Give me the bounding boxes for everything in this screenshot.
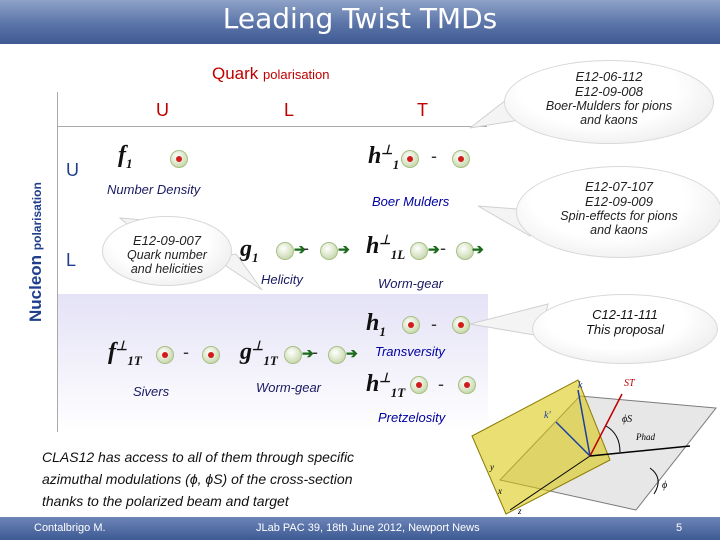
minus-sign: - bbox=[183, 342, 189, 362]
minus-sign: - bbox=[312, 342, 318, 362]
label-y: y bbox=[489, 462, 494, 472]
label-kprime: k' bbox=[544, 410, 551, 421]
st-vector bbox=[589, 393, 623, 457]
quark-label-sub: polarisation bbox=[263, 67, 330, 82]
callout-c3-text: Quark number and helicities bbox=[127, 248, 207, 276]
quark-transverse-icon bbox=[416, 382, 422, 388]
footer-page-number: 5 bbox=[676, 522, 683, 534]
label-sivers: Sivers bbox=[133, 384, 170, 399]
callout-spin-effects-experiments: E12-07-107 E12-09-009 Spin-effects for p… bbox=[516, 166, 720, 258]
note-line-1: CLAS12 has access to all of them through… bbox=[42, 449, 355, 465]
spin-arrow-right-icon: ➔ bbox=[472, 241, 484, 257]
function-h1t-perp: h⊥1T bbox=[366, 370, 406, 400]
function-g1: g1 bbox=[240, 236, 259, 265]
label-phis: ϕS bbox=[622, 414, 632, 425]
table-divider-horizontal bbox=[57, 126, 487, 127]
label-phi: ϕ bbox=[662, 480, 667, 491]
function-g1t-perp: g⊥1T bbox=[240, 338, 278, 368]
phi-arc bbox=[649, 467, 659, 495]
spin-arrow-right-icon: ➔ bbox=[428, 241, 440, 257]
label-worm-gear-t: Worm-gear bbox=[256, 380, 322, 395]
spin-arrow-right-icon: ➔ bbox=[346, 345, 358, 361]
phis-arc bbox=[605, 425, 621, 453]
function-f1t-perp: f⊥1T bbox=[108, 338, 142, 368]
quark-icon bbox=[176, 156, 182, 162]
nucleon-longitudinal-icon bbox=[320, 242, 338, 260]
quark-label-main: Quark bbox=[212, 64, 259, 83]
kinematics-figure: k k' ST ϕS ϕ Phad x y z bbox=[471, 378, 717, 516]
column-header-t: T bbox=[417, 100, 428, 120]
callout-boer-mulders-experiments: E12-06-112 E12-09-008 Boer-Mulders for p… bbox=[504, 60, 714, 144]
footer-event: JLab PAC 39, 18th June 2012, Newport New… bbox=[256, 522, 480, 534]
slide-title: Leading Twist TMDs bbox=[222, 2, 498, 35]
spin-arrow-right-icon: ➔ bbox=[338, 241, 350, 257]
callout-c1-head2: E12-09-008 bbox=[575, 84, 643, 99]
quark-transverse-icon bbox=[464, 382, 470, 388]
column-header-u: U bbox=[156, 100, 169, 120]
callout-c1-head: E12-06-112 bbox=[575, 69, 643, 84]
note-line-3: thanks to the polarized beam and target bbox=[42, 493, 289, 509]
label-phad: Phad bbox=[635, 432, 655, 442]
lepton-plane bbox=[471, 379, 611, 515]
label-transversity: Transversity bbox=[375, 344, 445, 359]
minus-sign: - bbox=[303, 238, 309, 258]
function-h1-perp: h⊥1 bbox=[368, 142, 400, 172]
label-worm-gear-l: Worm-gear bbox=[378, 276, 444, 291]
minus-sign: - bbox=[440, 238, 446, 258]
nucleon-longitudinal-icon bbox=[410, 242, 428, 260]
function-h1: h1 bbox=[366, 310, 386, 339]
quark-transverse-icon bbox=[408, 322, 414, 328]
table-divider-vertical bbox=[57, 92, 58, 432]
clas12-note: CLAS12 has access to all of them through… bbox=[42, 446, 354, 512]
quark-icon bbox=[208, 352, 214, 358]
callout-quark-number: E12-09-007 Quark number and helicities bbox=[102, 216, 232, 286]
label-boer-mulders: Boer Mulders bbox=[372, 194, 450, 209]
footer-author: Contalbrigo M. bbox=[34, 522, 106, 534]
row-header-l: L bbox=[66, 250, 77, 270]
title-bar bbox=[0, 0, 720, 44]
minus-sign: - bbox=[431, 314, 437, 334]
callout-this-proposal: C12-11-111 This proposal bbox=[532, 294, 718, 364]
phad-vector bbox=[589, 445, 691, 457]
nucleon-transverse-icon bbox=[328, 346, 346, 364]
label-x: x bbox=[497, 486, 502, 496]
spin-arrow-right-icon: ➔ bbox=[294, 241, 306, 257]
label-number-density: Number Density bbox=[107, 182, 201, 197]
quark-transverse-icon bbox=[458, 156, 464, 162]
label-helicity: Helicity bbox=[261, 272, 303, 287]
kprime-vector bbox=[555, 421, 591, 457]
quark-polarisation-label: Quark polarisation bbox=[212, 64, 330, 84]
function-h1l-perp: h⊥1L bbox=[366, 232, 406, 262]
quark-transverse-icon bbox=[407, 156, 413, 162]
footer-bar bbox=[0, 517, 720, 540]
spin-arrow-right-icon: ➔ bbox=[302, 345, 314, 361]
minus-sign: - bbox=[438, 374, 444, 394]
nucleon-longitudinal-icon bbox=[276, 242, 294, 260]
quark-icon bbox=[162, 352, 168, 358]
callout-c2-head2: E12-09-009 bbox=[585, 194, 653, 209]
row-header-u: U bbox=[66, 160, 79, 180]
callout-c2-text: Spin-effects for pions and kaons bbox=[560, 209, 678, 237]
minus-sign: - bbox=[431, 146, 437, 166]
quark-transverse-icon bbox=[458, 322, 464, 328]
note-line-2: azimuthal modulations (ϕ, ϕS) of the cro… bbox=[42, 471, 353, 487]
nucleon-transverse-icon bbox=[284, 346, 302, 364]
label-z: z bbox=[517, 506, 522, 516]
z-axis-line bbox=[509, 455, 591, 511]
k-vector bbox=[577, 389, 591, 457]
column-header-l: L bbox=[284, 100, 295, 120]
callout-c2-head: E12-07-107 bbox=[585, 179, 653, 194]
nucleon-longitudinal-icon bbox=[456, 242, 474, 260]
label-pretzelosity: Pretzelosity bbox=[378, 410, 446, 425]
label-k: k bbox=[578, 380, 583, 391]
callout-c4-head: C12-11-111 bbox=[592, 307, 658, 322]
label-st: ST bbox=[624, 378, 636, 389]
callout-c3-head: E12-09-007 bbox=[133, 233, 201, 248]
callout-c1-text: Boer-Mulders for pions and kaons bbox=[545, 99, 673, 127]
callout-c4-head2: This proposal bbox=[585, 322, 665, 337]
function-f1: f1 bbox=[118, 142, 133, 171]
